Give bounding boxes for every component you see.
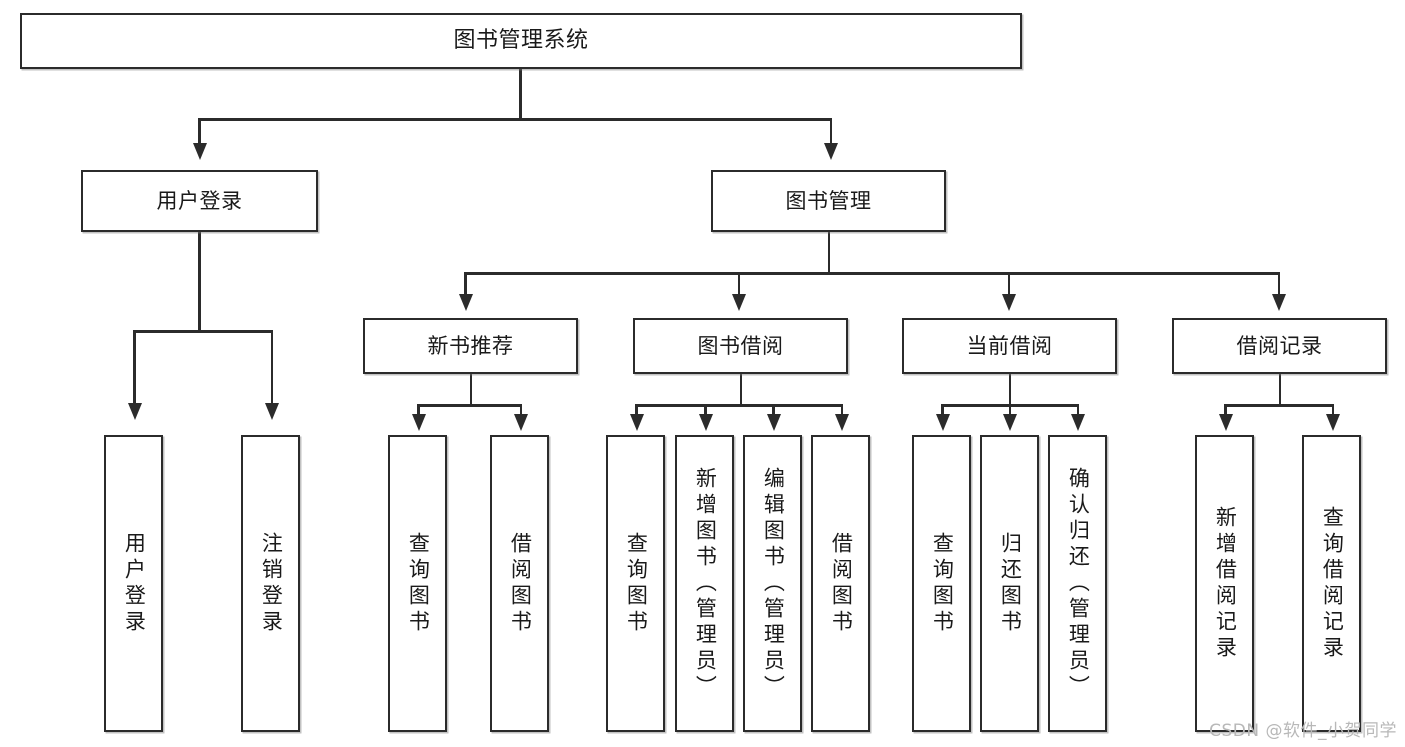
node-label: 借阅图书: [508, 531, 533, 636]
connector-bb-to-leaf-3: [772, 404, 775, 416]
connector-cb-stem: [1008, 374, 1011, 406]
connector-user-login-stem: [198, 232, 201, 332]
connector-cb-to-leaf-1: [941, 404, 944, 416]
connector-user-login-to-leaf-2: [270, 330, 273, 405]
csdn-watermark: CSDN @软件_小贺同学: [1209, 721, 1397, 741]
node-label: 用户登录: [122, 531, 147, 636]
connector-nbr-to-leaf-1: [417, 404, 420, 416]
node-label: 当前借阅: [966, 333, 1053, 358]
connector-bm-to-new-book: [464, 272, 467, 296]
node-label: 查询图书: [406, 531, 431, 636]
connector-root-to-book-management: [829, 118, 832, 145]
arrowhead-bb-to-leaf-1: [629, 414, 644, 431]
node-label: 确认归还（管理员）: [1066, 466, 1091, 701]
arrowhead-bm-to-borrow-records: [1272, 294, 1286, 311]
connector-cb-to-leaf-2: [1008, 404, 1011, 416]
node-label: 图书借阅: [697, 333, 784, 358]
connector-bb-bus: [635, 404, 843, 407]
node-label: 新增借阅记录: [1213, 505, 1238, 662]
connector-cb-to-leaf-3: [1076, 404, 1079, 416]
connector-nbr-stem: [469, 374, 472, 406]
node-label: 用户登录: [156, 188, 243, 213]
leaf-new-book-query-books[interactable]: 查询图书: [388, 435, 447, 732]
leaf-user-login-login[interactable]: 用户登录: [104, 435, 163, 732]
arrowhead-br-to-leaf-1: [1218, 414, 1233, 431]
node-label: 借阅记录: [1236, 333, 1323, 358]
arrowhead-user-login-to-leaf-1: [127, 403, 142, 420]
leaf-user-login-logout[interactable]: 注销登录: [241, 435, 300, 732]
node-label: 图书管理系统: [453, 28, 589, 54]
arrowhead-root-to-book-management: [824, 143, 838, 160]
arrowhead-bm-to-book-borrow: [732, 294, 746, 311]
connector-book-management-stem: [827, 232, 830, 274]
connector-book-management-bus: [464, 272, 1280, 275]
leaf-book-borrow-edit-book-admin[interactable]: 编辑图书（管理员）: [743, 435, 802, 732]
connector-user-login-to-leaf-1: [133, 330, 136, 405]
leaf-current-borrow-return-books[interactable]: 归还图书: [980, 435, 1039, 732]
arrowhead-cb-to-leaf-2: [1003, 414, 1017, 431]
leaf-borrow-records-query-record[interactable]: 查询借阅记录: [1302, 435, 1361, 732]
connector-nbr-bus: [417, 404, 522, 407]
leaf-borrow-records-add-record[interactable]: 新增借阅记录: [1195, 435, 1254, 732]
connector-root-bus: [198, 118, 832, 121]
leaf-book-borrow-query-books[interactable]: 查询图书: [606, 435, 665, 732]
node-label: 图书管理: [785, 188, 872, 213]
node-label: 注销登录: [259, 531, 284, 636]
connector-br-to-leaf-2: [1331, 404, 1334, 416]
arrowhead-br-to-leaf-2: [1326, 414, 1340, 431]
arrowhead-bm-to-new-book: [458, 294, 473, 311]
leaf-new-book-borrow-books[interactable]: 借阅图书: [490, 435, 549, 732]
connector-bm-to-borrow-records: [1277, 272, 1280, 296]
arrowhead-bb-to-leaf-2: [698, 414, 713, 431]
arrowhead-bb-to-leaf-3: [766, 414, 781, 431]
connector-bb-to-leaf-2: [704, 404, 707, 416]
leaf-book-borrow-borrow-books[interactable]: 借阅图书: [811, 435, 870, 732]
connector-bm-to-current-borrow: [1007, 272, 1010, 296]
arrowhead-cb-to-leaf-3: [1071, 414, 1085, 431]
connector-br-bus: [1224, 404, 1334, 407]
node-label: 新书推荐: [427, 333, 514, 358]
node-current-borrow[interactable]: 当前借阅: [902, 318, 1117, 374]
arrowhead-user-login-to-leaf-2: [265, 403, 279, 420]
connector-root-stem: [519, 69, 522, 120]
connector-bb-stem: [739, 374, 742, 406]
node-label: 查询图书: [930, 531, 955, 636]
arrowhead-nbr-to-leaf-2: [514, 414, 528, 431]
leaf-current-borrow-confirm-return-admin[interactable]: 确认归还（管理员）: [1048, 435, 1107, 732]
leaf-current-borrow-query-books[interactable]: 查询图书: [912, 435, 971, 732]
node-borrow-records[interactable]: 借阅记录: [1172, 318, 1387, 374]
connector-bm-to-book-borrow: [737, 272, 740, 296]
connector-bb-to-leaf-4: [840, 404, 843, 416]
connector-br-stem: [1278, 374, 1281, 406]
node-book-borrow[interactable]: 图书借阅: [633, 318, 848, 374]
arrowhead-root-to-user-login: [192, 143, 207, 160]
arrowhead-bm-to-current-borrow: [1002, 294, 1016, 311]
node-label: 编辑图书（管理员）: [761, 466, 786, 701]
connector-bb-to-leaf-1: [635, 404, 638, 416]
node-new-book-recommend[interactable]: 新书推荐: [363, 318, 578, 374]
node-book-management[interactable]: 图书管理: [711, 170, 946, 232]
arrowhead-nbr-to-leaf-1: [411, 414, 426, 431]
leaf-book-borrow-add-book-admin[interactable]: 新增图书（管理员）: [675, 435, 734, 732]
node-root-book-management-system[interactable]: 图书管理系统: [20, 13, 1022, 69]
node-label: 查询图书: [624, 531, 649, 636]
connector-nbr-to-leaf-2: [519, 404, 522, 416]
node-label: 归还图书: [998, 531, 1023, 636]
arrowhead-cb-to-leaf-1: [935, 414, 950, 431]
node-label: 新增图书（管理员）: [693, 466, 718, 701]
node-label: 查询借阅记录: [1320, 505, 1345, 662]
connector-root-to-user-login: [198, 118, 201, 145]
connector-user-login-bus: [133, 330, 273, 333]
node-user-login[interactable]: 用户登录: [81, 170, 318, 232]
node-label: 借阅图书: [829, 531, 854, 636]
arrowhead-bb-to-leaf-4: [835, 414, 849, 431]
connector-br-to-leaf-1: [1224, 404, 1227, 416]
